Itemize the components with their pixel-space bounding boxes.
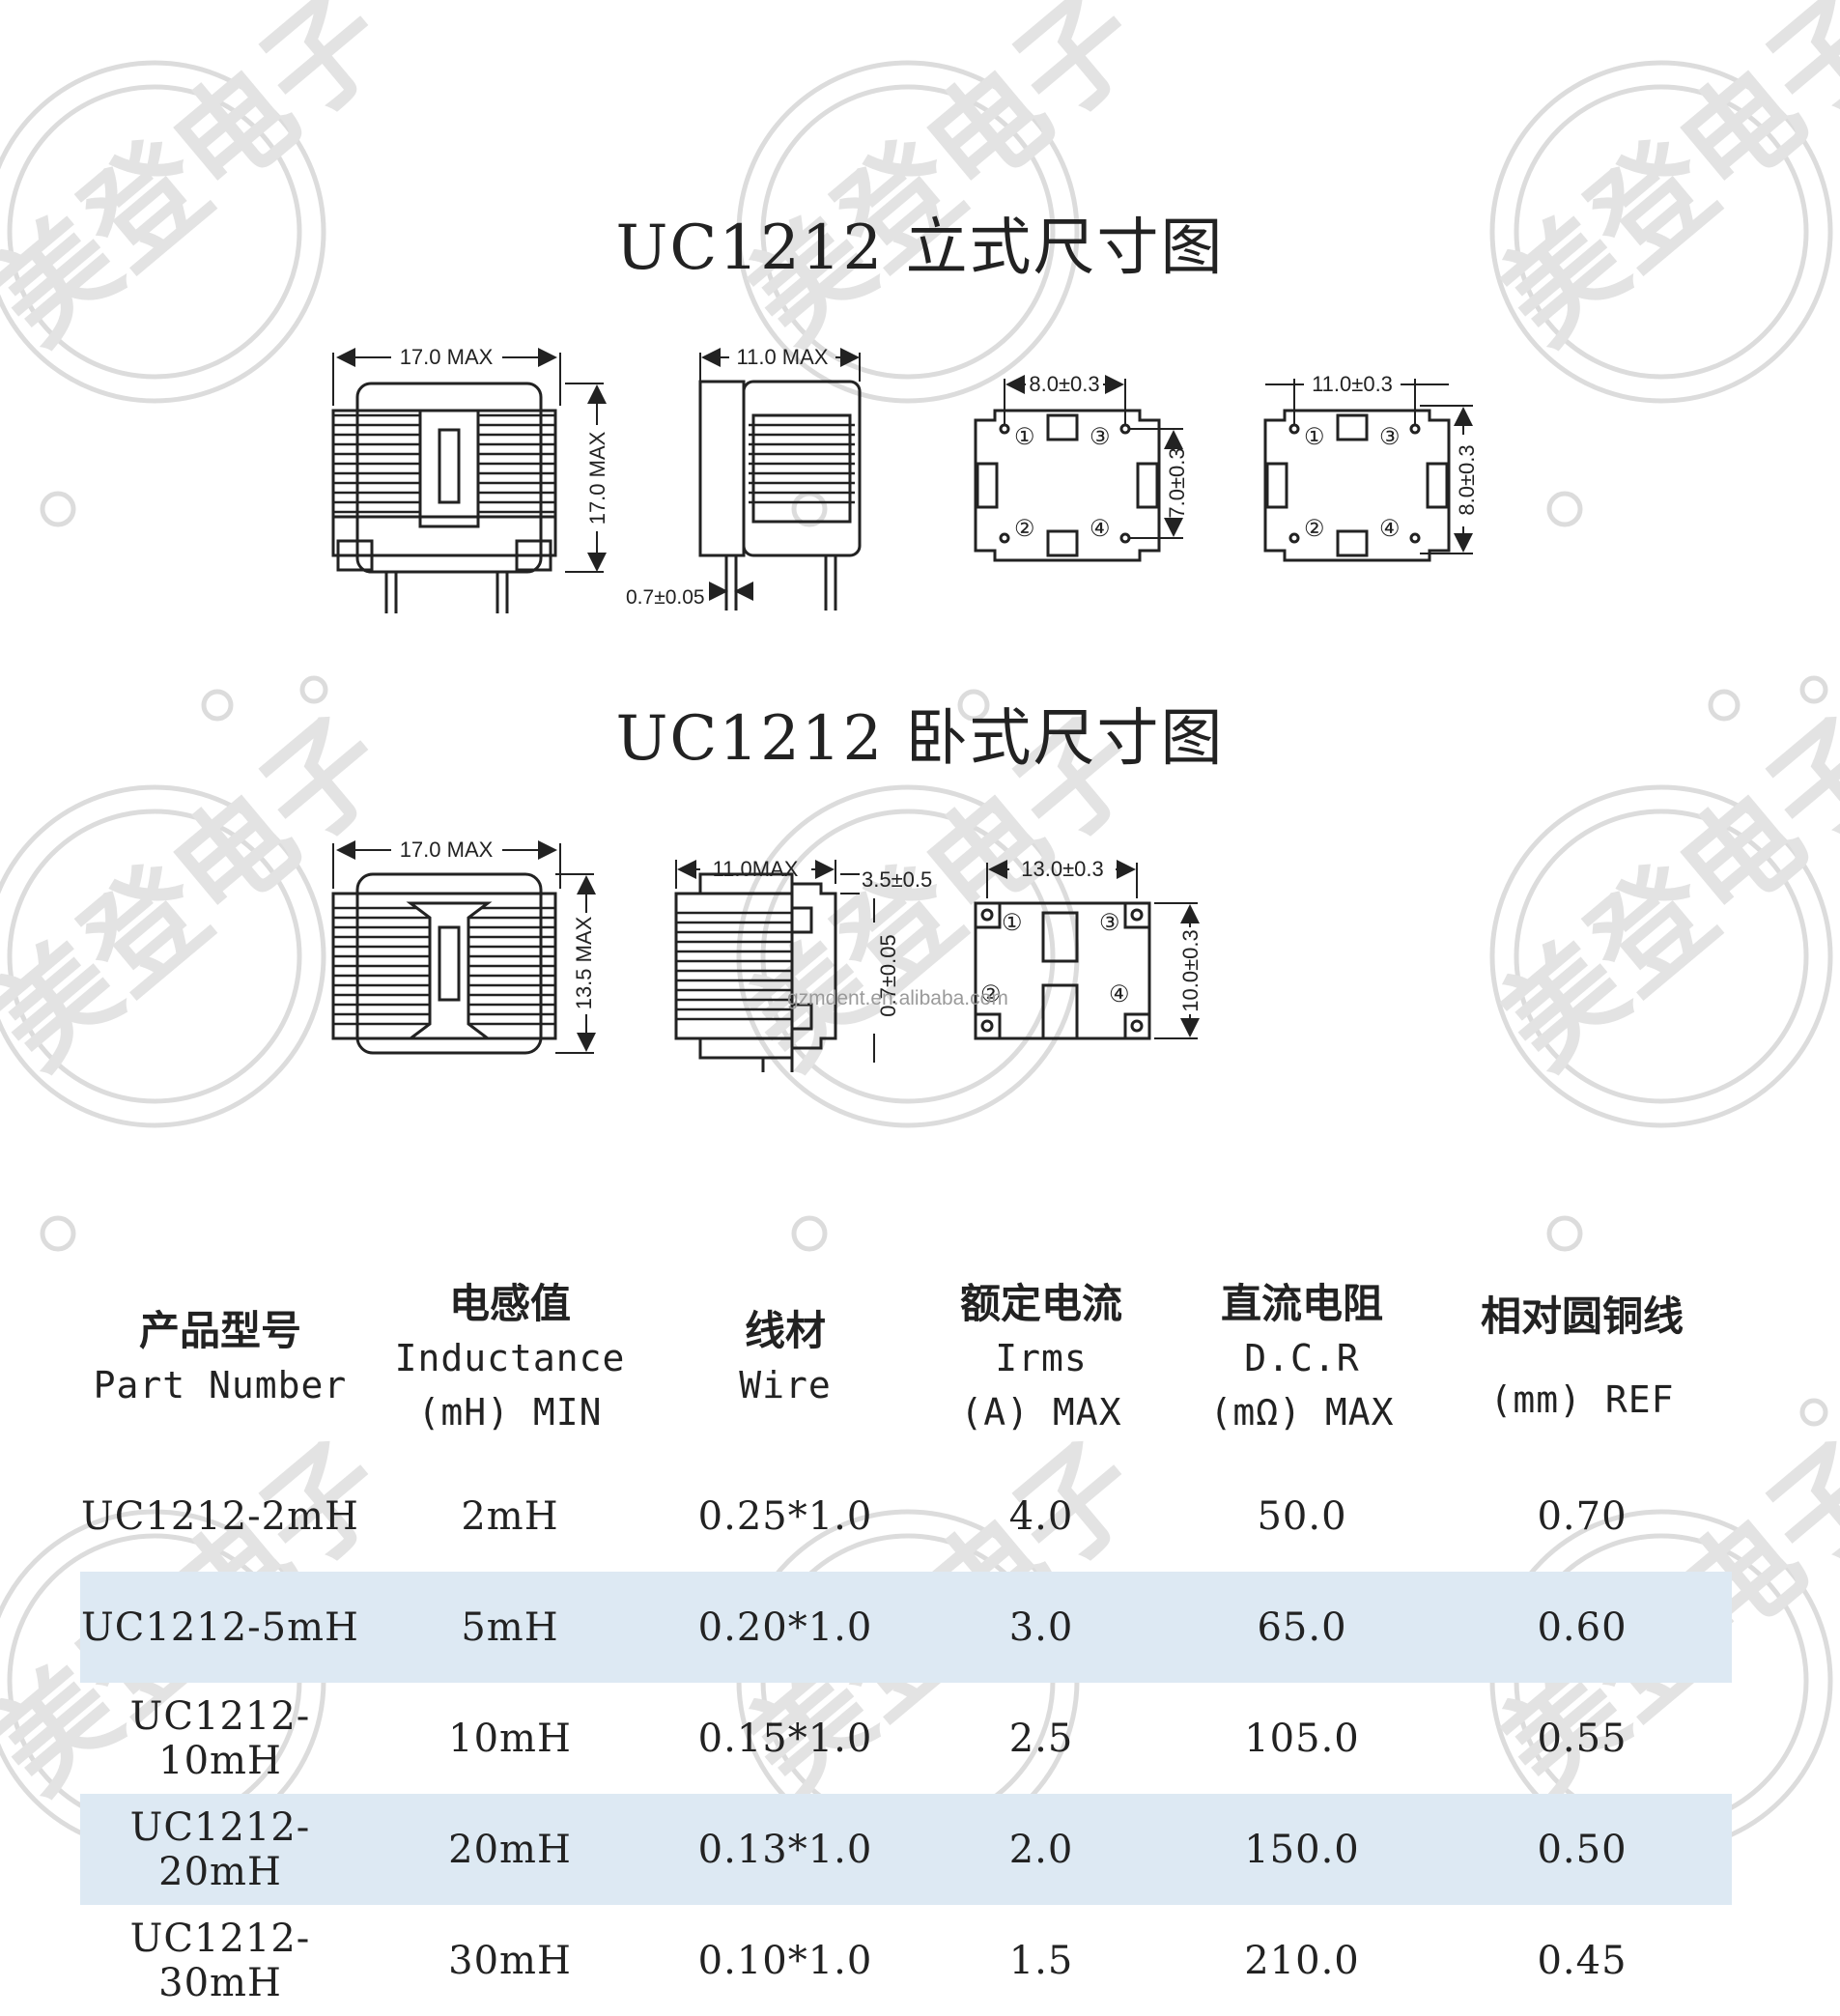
pin-2-b: ② [1304,516,1325,542]
header-cn: 额定电流 [959,1280,1122,1327]
header-inductance: 电感值 Inductance (mH) MIN [360,1256,660,1461]
cell-part: UC1212-20mH [80,1794,360,1905]
dim-v-side-width: 11.0 MAX [737,345,829,369]
dim-v-pad-a-width: 8.0±0.3 [1029,372,1099,396]
header-unit: (A) MAX [960,1391,1122,1434]
cell-inductance: 10mH [448,1716,572,1761]
header-wire: 线材 Wire [660,1256,911,1461]
dim-v-pin: 0.7±0.05 [626,586,705,609]
dim-v-front-width: 17.0 MAX [400,345,494,369]
cell-wire: 0.25*1.0 [697,1493,873,1539]
dim-h-front-width: 17.0 MAX [400,838,494,862]
cell-part: UC1212-10mH [129,1693,311,1783]
dim-h-pin: 0.7±0.05 [876,934,900,1016]
cell-wire: 0.15*1.0 [697,1716,873,1761]
header-cn: 电感值 [448,1280,571,1327]
header-unit: (mΩ) MAX [1209,1391,1395,1434]
table-row: UC1212-2mH 2mH 0.25*1.0 4.0 50.0 0.70 [80,1461,1732,1572]
cell-ref: 0.45 [1537,1938,1628,1983]
header-irms: 额定电流 Irms (A) MAX [911,1256,1172,1461]
horizontal-pad-layout [974,860,1200,1040]
cell-part: UC1212-5mH [80,1572,360,1683]
pin-3-b: ③ [1379,424,1401,450]
vertical-pad-layout-a [974,375,1183,562]
header-en: Part Number [93,1364,348,1406]
dimension-drawings: 17.0 MAX 17.0 MAX 11.0 MAX 0.7±0.05 8.0±… [331,345,1479,1072]
pin-4-h: ④ [1109,981,1130,1008]
cell-irms: 3.0 [911,1572,1172,1683]
header-cn: 直流电阻 [1220,1280,1383,1327]
dim-v-pad-a-height: 7.0±0.3 [1165,447,1189,518]
pin-1-h: ① [1002,910,1023,936]
vertical-section-title: UC1212 立式尺寸图 [615,213,1225,284]
cell-dcr: 210.0 [1244,1938,1360,1983]
header-copper-ref: 相对圆铜线 (mm) REF [1432,1256,1732,1461]
cell-dcr: 50.0 [1257,1493,1347,1539]
header-cn: 产品型号 [138,1307,301,1354]
pin-1-b: ① [1304,424,1325,450]
pin-3-a: ③ [1090,424,1111,450]
cell-irms: 2.5 [1008,1716,1074,1761]
cell-inductance: 30mH [448,1938,572,1983]
cell-dcr: 65.0 [1172,1572,1432,1683]
cell-inductance: 5mH [360,1572,660,1683]
header-unit: (mm) REF [1489,1378,1675,1421]
cell-ref: 0.60 [1432,1572,1732,1683]
header-en: Wire [739,1364,832,1406]
cell-dcr: 150.0 [1172,1794,1432,1905]
spec-table: 产品型号 Part Number 电感值 Inductance (mH) MIN… [80,1256,1732,2016]
cell-part: UC1212-30mH [129,1916,311,2005]
pin-4-a: ④ [1090,516,1111,542]
cell-part: UC1212-2mH [81,1493,359,1539]
dim-h-side-width: 11.0MAX [713,857,799,881]
cell-inductance: 20mH [360,1794,660,1905]
table-row: UC1212-20mH 20mH 0.13*1.0 2.0 150.0 0.50 [80,1794,1732,1905]
dim-h-front-height: 13.5 MAX [572,916,596,1009]
dim-v-front-height: 17.0 MAX [585,431,609,525]
header-cn: 相对圆铜线 [1480,1292,1684,1340]
header-dcr: 直流电阻 D.C.R (mΩ) MAX [1172,1256,1432,1461]
pin-1-a: ① [1014,424,1035,450]
horizontal-side-view [674,860,875,1072]
pin-2-h: ② [980,981,1002,1008]
pin-2-a: ② [1014,516,1035,542]
pin-4-b: ④ [1379,516,1401,542]
cell-wire: 0.13*1.0 [660,1794,911,1905]
dim-v-pad-b-width: 11.0±0.3 [1312,372,1393,396]
url-watermark: gzmdent.en.alibaba.com [787,987,1008,1009]
cell-irms: 2.0 [911,1794,1172,1905]
cell-wire: 0.10*1.0 [697,1938,873,1983]
table-header-row: 产品型号 Part Number 电感值 Inductance (mH) MIN… [80,1256,1732,1461]
header-en: Irms [995,1337,1088,1379]
header-unit: (mH) MIN [417,1391,603,1434]
dim-h-pad-width: 13.0±0.3 [1021,857,1103,881]
header-en: D.C.R [1244,1337,1360,1379]
horizontal-front-view [331,840,596,1055]
header-part-number: 产品型号 Part Number [80,1256,360,1461]
cell-ref: 0.70 [1537,1493,1628,1539]
cell-irms: 1.5 [1008,1938,1074,1983]
vertical-side-view [698,348,862,610]
header-en: Inductance [394,1337,626,1379]
pin-3-h: ③ [1099,910,1120,936]
cell-ref: 0.55 [1537,1716,1628,1761]
cell-ref: 0.50 [1432,1794,1732,1905]
horizontal-section-title: UC1212 卧式尺寸图 [615,703,1225,775]
table-row: UC1212-5mH 5mH 0.20*1.0 3.0 65.0 0.60 [80,1572,1732,1683]
cell-irms: 4.0 [1008,1493,1074,1539]
vertical-front-view [331,348,607,613]
header-cn: 线材 [744,1307,826,1354]
dim-h-side-offset: 3.5±0.5 [862,867,932,892]
dim-v-pad-b-height: 8.0±0.3 [1455,444,1479,515]
dim-h-pad-height: 10.0±0.3 [1178,929,1203,1011]
cell-inductance: 2mH [461,1493,559,1539]
table-row: UC1212-10mH 10mH 0.15*1.0 2.5 105.0 0.55 [80,1683,1732,1794]
table-row: UC1212-30mH 30mH 0.10*1.0 1.5 210.0 0.45 [80,1905,1732,2016]
cell-wire: 0.20*1.0 [660,1572,911,1683]
vertical-pad-layout-b [1263,379,1473,562]
cell-dcr: 105.0 [1244,1716,1360,1761]
